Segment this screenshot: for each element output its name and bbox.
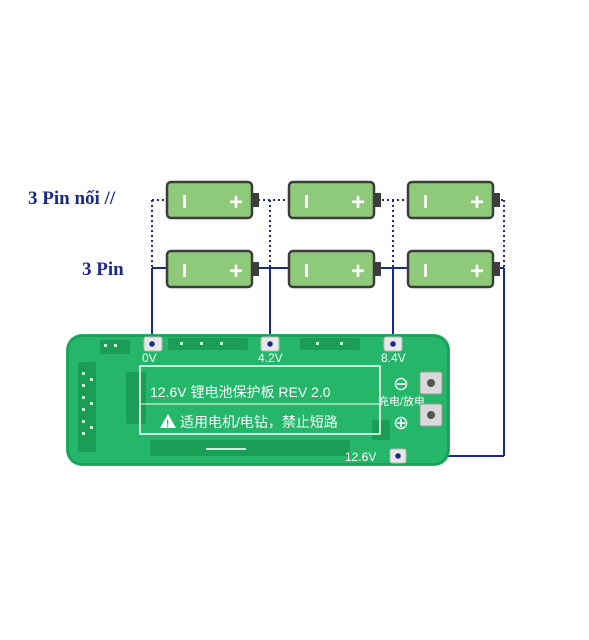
board-warning: 适用电机/电钻，禁止短路 <box>180 414 338 430</box>
pad-4v2-label: 4.2V <box>258 351 283 365</box>
battery-top-2: I + <box>287 180 381 220</box>
battery-minus-label: I <box>423 261 428 281</box>
battery-minus-label: I <box>304 192 309 212</box>
protection-board: 12.6V 锂电池保护板 REV 2.0 ! 适用电机/电钻，禁止短路 0V 4… <box>66 334 450 466</box>
battery-minus-label: I <box>182 261 187 281</box>
battery-minus-label: I <box>304 261 309 281</box>
battery-top-1: I + <box>165 180 259 220</box>
battery-plus-label: + <box>229 258 243 285</box>
warning-icon <box>160 414 176 428</box>
series-row-label: 3 Pin <box>82 259 124 280</box>
battery-minus-label: I <box>423 192 428 212</box>
battery-plus-label: + <box>351 189 365 216</box>
battery-bottom-2: I + <box>287 249 381 289</box>
dotted-links <box>151 199 505 268</box>
minus-output-icon: ⊖ <box>393 374 409 395</box>
pad-0v-label: 0V <box>142 351 157 365</box>
battery-minus-label: I <box>182 192 187 212</box>
junction-dots <box>149 341 401 459</box>
battery-bottom-3: I + <box>406 249 500 289</box>
charge-discharge-label: 充电/放电 <box>378 394 425 408</box>
board-title: 12.6V 锂电池保护板 REV 2.0 <box>150 384 331 400</box>
parallel-row-label: 3 Pin nối // <box>28 188 116 209</box>
solid-wires <box>151 267 505 457</box>
battery-plus-label: + <box>229 189 243 216</box>
battery-top-3: I + <box>406 180 500 220</box>
pad-12v6-label: 12.6V <box>345 450 376 464</box>
plus-output-icon: ⊕ <box>393 413 409 434</box>
pcb-silkscreen <box>82 342 343 450</box>
battery-plus-label: + <box>470 258 484 285</box>
battery-bottom-1: I + <box>165 249 259 289</box>
output-terminals <box>419 371 443 427</box>
battery-plus-label: + <box>470 189 484 216</box>
pad-8v4-label: 8.4V <box>381 351 406 365</box>
battery-plus-label: + <box>351 258 365 285</box>
warning-symbol: ! <box>166 419 169 430</box>
